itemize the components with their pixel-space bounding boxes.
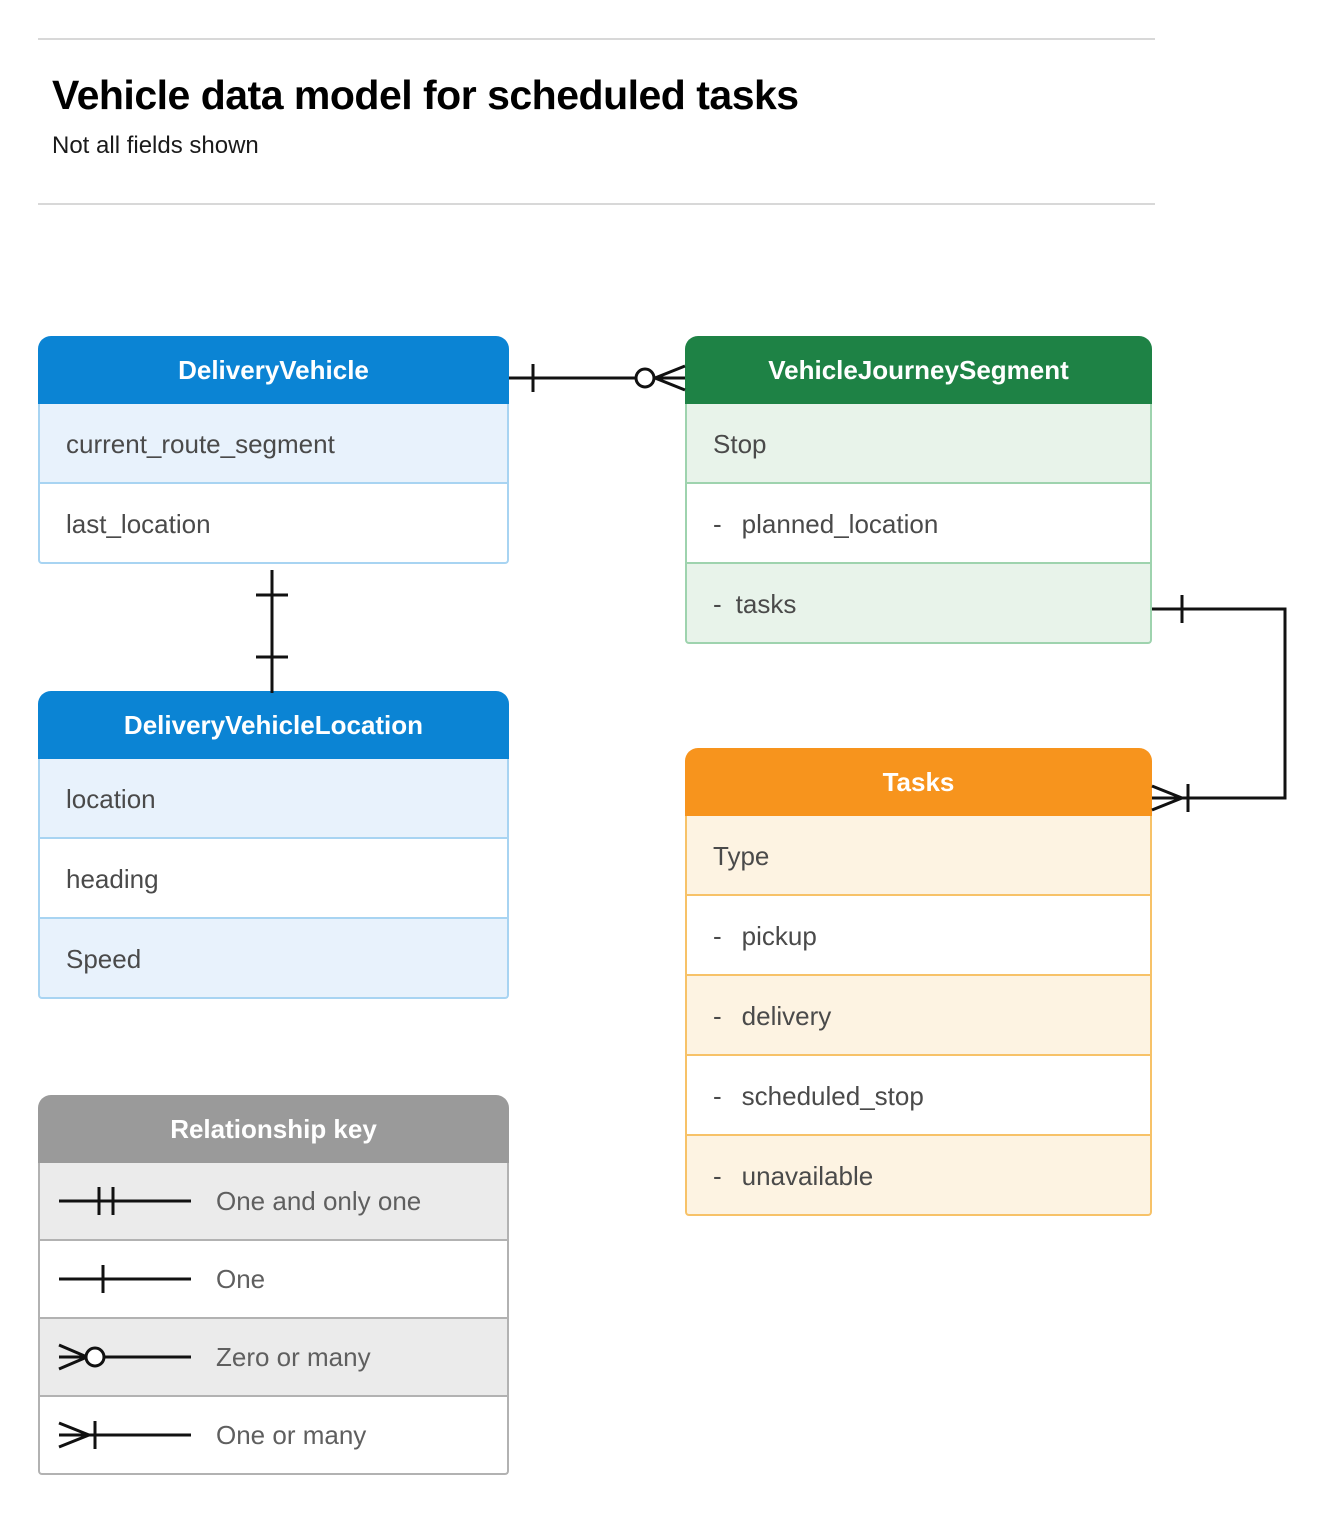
field-dash-icon: - bbox=[713, 589, 722, 619]
relationship-key-legend: Relationship key One and only one One bbox=[38, 1095, 509, 1475]
legend-item-label: One or many bbox=[216, 1419, 367, 1450]
field-label: Type bbox=[713, 841, 770, 871]
field-label: delivery bbox=[741, 1001, 832, 1031]
legend-item-one-and-only-one: One and only one bbox=[38, 1163, 509, 1241]
field-label: planned_location bbox=[741, 509, 939, 539]
legend-item-one: One bbox=[38, 1241, 509, 1319]
entity-field-delivery[interactable]: -delivery bbox=[685, 976, 1152, 1056]
entity-delivery-vehicle-location-title: DeliveryVehicleLocation bbox=[38, 691, 509, 759]
entity-field-heading[interactable]: heading bbox=[38, 839, 509, 919]
zero-or-many-icon bbox=[40, 1337, 210, 1377]
legend-item-one-or-many: One or many bbox=[38, 1397, 509, 1475]
one-icon bbox=[40, 1259, 210, 1299]
entity-field-unavailable[interactable]: -unavailable bbox=[685, 1136, 1152, 1216]
field-dash-icon: - bbox=[713, 921, 722, 951]
connector-vehicle-to-journey-segment bbox=[509, 364, 686, 392]
page-subtitle: Not all fields shown bbox=[52, 132, 259, 159]
entity-delivery-vehicle[interactable]: DeliveryVehicle current_route_segment la… bbox=[38, 336, 509, 564]
entity-field-speed[interactable]: Speed bbox=[38, 919, 509, 999]
field-label: unavailable bbox=[741, 1161, 874, 1191]
legend-item-zero-or-many: Zero or many bbox=[38, 1319, 509, 1397]
field-label: location bbox=[66, 784, 156, 814]
field-dash-icon: - bbox=[713, 1161, 722, 1191]
legend-item-label: Zero or many bbox=[216, 1341, 371, 1372]
entity-field-location[interactable]: location bbox=[38, 759, 509, 839]
entity-field-current-route-segment[interactable]: current_route_segment bbox=[38, 404, 509, 484]
entity-field-last-location[interactable]: last_location bbox=[38, 484, 509, 564]
field-label: Speed bbox=[66, 944, 142, 974]
field-label: Stop bbox=[713, 429, 767, 459]
entity-field-tasks[interactable]: -tasks bbox=[685, 564, 1152, 644]
legend-item-label: One and only one bbox=[216, 1185, 422, 1216]
entity-tasks[interactable]: Tasks Type -pickup -delivery -scheduled_… bbox=[685, 748, 1152, 1216]
entity-field-stop[interactable]: Stop bbox=[685, 404, 1152, 484]
field-label: heading bbox=[66, 864, 159, 894]
entity-field-type[interactable]: Type bbox=[685, 816, 1152, 896]
entity-field-planned-location[interactable]: -planned_location bbox=[685, 484, 1152, 564]
legend-item-label: One bbox=[216, 1263, 266, 1294]
field-label: current_route_segment bbox=[66, 429, 335, 459]
legend-title: Relationship key bbox=[38, 1095, 509, 1163]
page-title: Vehicle data model for scheduled tasks bbox=[52, 72, 799, 118]
entity-tasks-title: Tasks bbox=[685, 748, 1152, 816]
one-and-only-one-icon bbox=[40, 1181, 210, 1221]
field-label: tasks bbox=[735, 589, 797, 619]
entity-field-scheduled-stop[interactable]: -scheduled_stop bbox=[685, 1056, 1152, 1136]
header-divider-bottom bbox=[38, 203, 1155, 205]
one-or-many-icon bbox=[40, 1415, 210, 1455]
field-dash-icon: - bbox=[713, 509, 722, 539]
entity-vehicle-journey-segment-title: VehicleJourneySegment bbox=[685, 336, 1152, 404]
connector-journey-segment-tasks-to-tasks bbox=[1151, 595, 1287, 812]
field-dash-icon: - bbox=[713, 1001, 722, 1031]
entity-delivery-vehicle-location[interactable]: DeliveryVehicleLocation location heading… bbox=[38, 691, 509, 999]
field-label: pickup bbox=[741, 921, 817, 951]
field-dash-icon: - bbox=[713, 1081, 722, 1111]
field-label: scheduled_stop bbox=[741, 1081, 924, 1111]
connector-vehicle-to-vehicle-location bbox=[256, 570, 288, 693]
entity-field-pickup[interactable]: -pickup bbox=[685, 896, 1152, 976]
entity-delivery-vehicle-title: DeliveryVehicle bbox=[38, 336, 509, 404]
field-label: last_location bbox=[66, 509, 211, 539]
entity-vehicle-journey-segment[interactable]: VehicleJourneySegment Stop -planned_loca… bbox=[685, 336, 1152, 644]
header-divider-top bbox=[38, 38, 1155, 40]
